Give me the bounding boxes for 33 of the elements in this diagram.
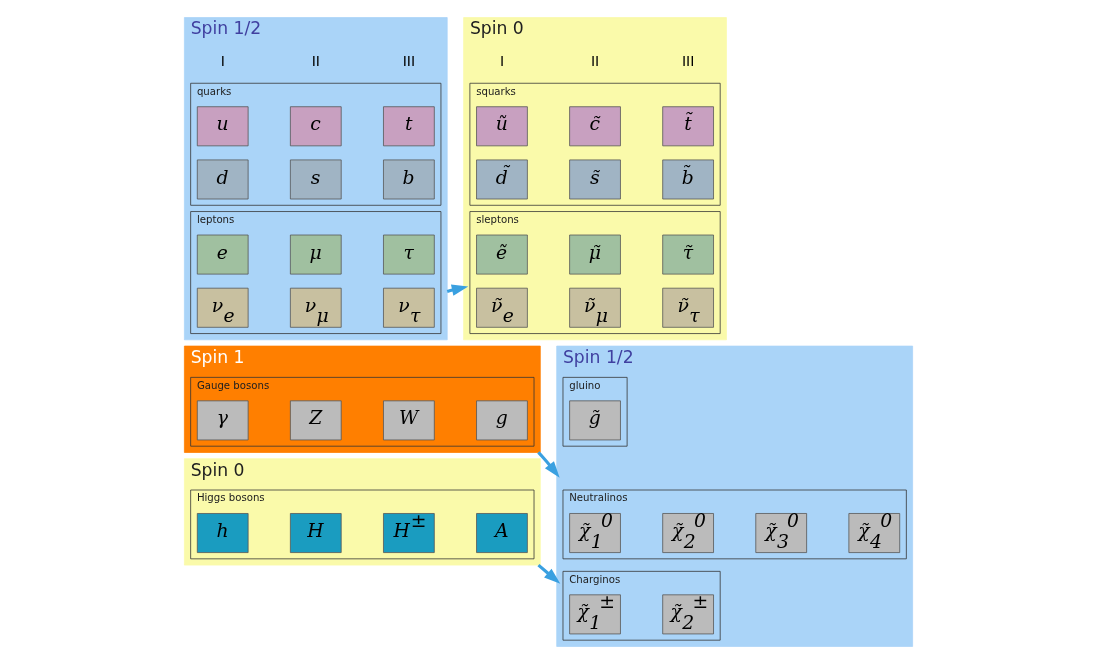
node-box: e	[196, 234, 249, 275]
node-box: ũ	[475, 106, 528, 147]
node-box: h	[196, 513, 249, 553]
node-box: t̃	[661, 106, 714, 147]
node-box: γ	[196, 400, 249, 441]
node-box: μ	[289, 234, 342, 275]
node-box: μ̃	[568, 234, 621, 275]
label: I	[499, 53, 504, 70]
label: III	[402, 53, 415, 70]
node-box: t	[382, 106, 435, 147]
node-box: τ̃	[661, 234, 714, 275]
node-box: d̃	[475, 159, 528, 200]
node-box: ẽ	[475, 234, 528, 275]
node-box: A	[475, 513, 528, 553]
node-box: c̃	[568, 106, 621, 147]
node-box: Z	[289, 400, 342, 441]
node-box: s	[289, 159, 342, 200]
node-box: u	[196, 106, 249, 147]
node-box: d	[196, 159, 249, 200]
label: I	[220, 53, 225, 70]
node-box: g	[475, 400, 528, 441]
node-box: c	[289, 106, 342, 147]
label: II	[590, 53, 599, 70]
label: II	[311, 53, 320, 70]
arrow	[536, 451, 560, 478]
node-box: τ	[382, 234, 435, 275]
node-box: b	[382, 159, 435, 200]
node-box: s̃	[568, 159, 621, 200]
node-box: H	[289, 513, 342, 553]
node-box: b̃	[661, 159, 714, 200]
label: III	[681, 53, 694, 70]
node-box: g̃	[568, 400, 621, 441]
node-box: W	[382, 400, 435, 441]
